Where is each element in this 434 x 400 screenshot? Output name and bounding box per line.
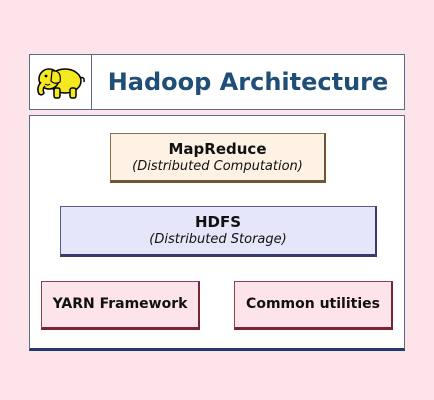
common-utilities-title: Common utilities — [246, 296, 380, 312]
mapreduce-layer: MapReduce (Distributed Computation) — [110, 133, 326, 183]
page-title: Hadoop Architecture — [107, 68, 389, 96]
common-utilities-layer: Common utilities — [234, 281, 393, 330]
mapreduce-title: MapReduce — [168, 140, 267, 158]
hdfs-subtitle: (Distributed Storage) — [149, 232, 287, 247]
logo-cell — [30, 55, 92, 109]
yarn-title: YARN Framework — [52, 296, 188, 312]
hdfs-layer: HDFS (Distributed Storage) — [60, 206, 377, 257]
yarn-layer: YARN Framework — [41, 281, 200, 330]
mapreduce-subtitle: (Distributed Computation) — [132, 159, 303, 174]
elephant-icon — [37, 68, 85, 99]
architecture-box: MapReduce (Distributed Computation) HDFS… — [29, 115, 405, 351]
header-box: Hadoop Architecture — [29, 54, 405, 110]
hdfs-title: HDFS — [194, 213, 242, 231]
